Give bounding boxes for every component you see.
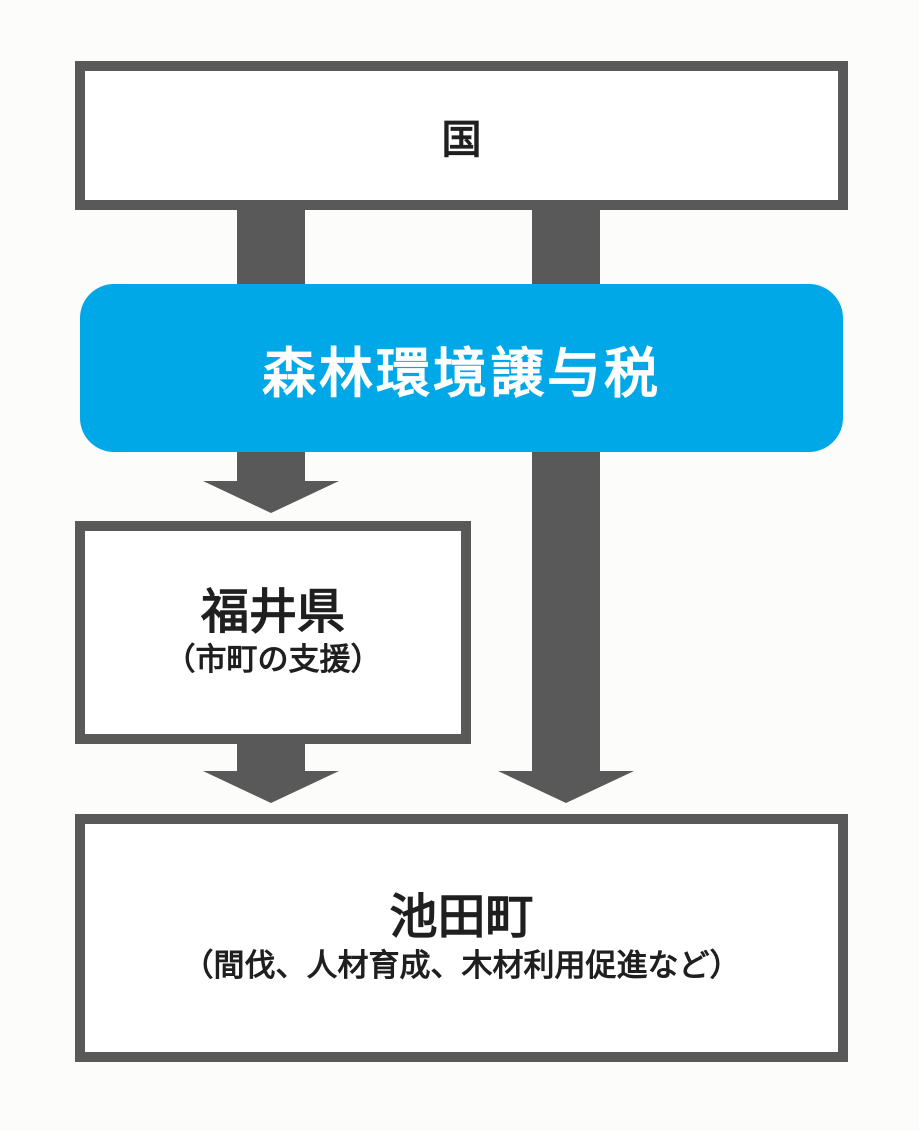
tax-banner: 森林環境譲与税 <box>80 284 843 452</box>
prefecture-sublabel: （市町の支援） <box>164 642 382 679</box>
tax-label: 森林環境譲与税 <box>262 341 661 405</box>
town-label: 池田町 <box>389 889 534 945</box>
national-box: 国 <box>75 61 848 210</box>
arrow-head-prefecture-to-town <box>203 771 339 803</box>
town-box: 池田町 （間伐、人材育成、木材利用促進など） <box>75 814 848 1062</box>
arrow-head-to-prefecture <box>203 481 339 513</box>
national-label: 国 <box>441 116 482 163</box>
town-sublabel: （間伐、人材育成、木材利用促進など） <box>182 947 741 984</box>
prefecture-label: 福井県 <box>200 583 345 640</box>
arrow-shaft-prefecture-to-town <box>237 742 305 773</box>
prefecture-box: 福井県 （市町の支援） <box>75 521 471 744</box>
arrow-head-to-town <box>498 771 634 803</box>
